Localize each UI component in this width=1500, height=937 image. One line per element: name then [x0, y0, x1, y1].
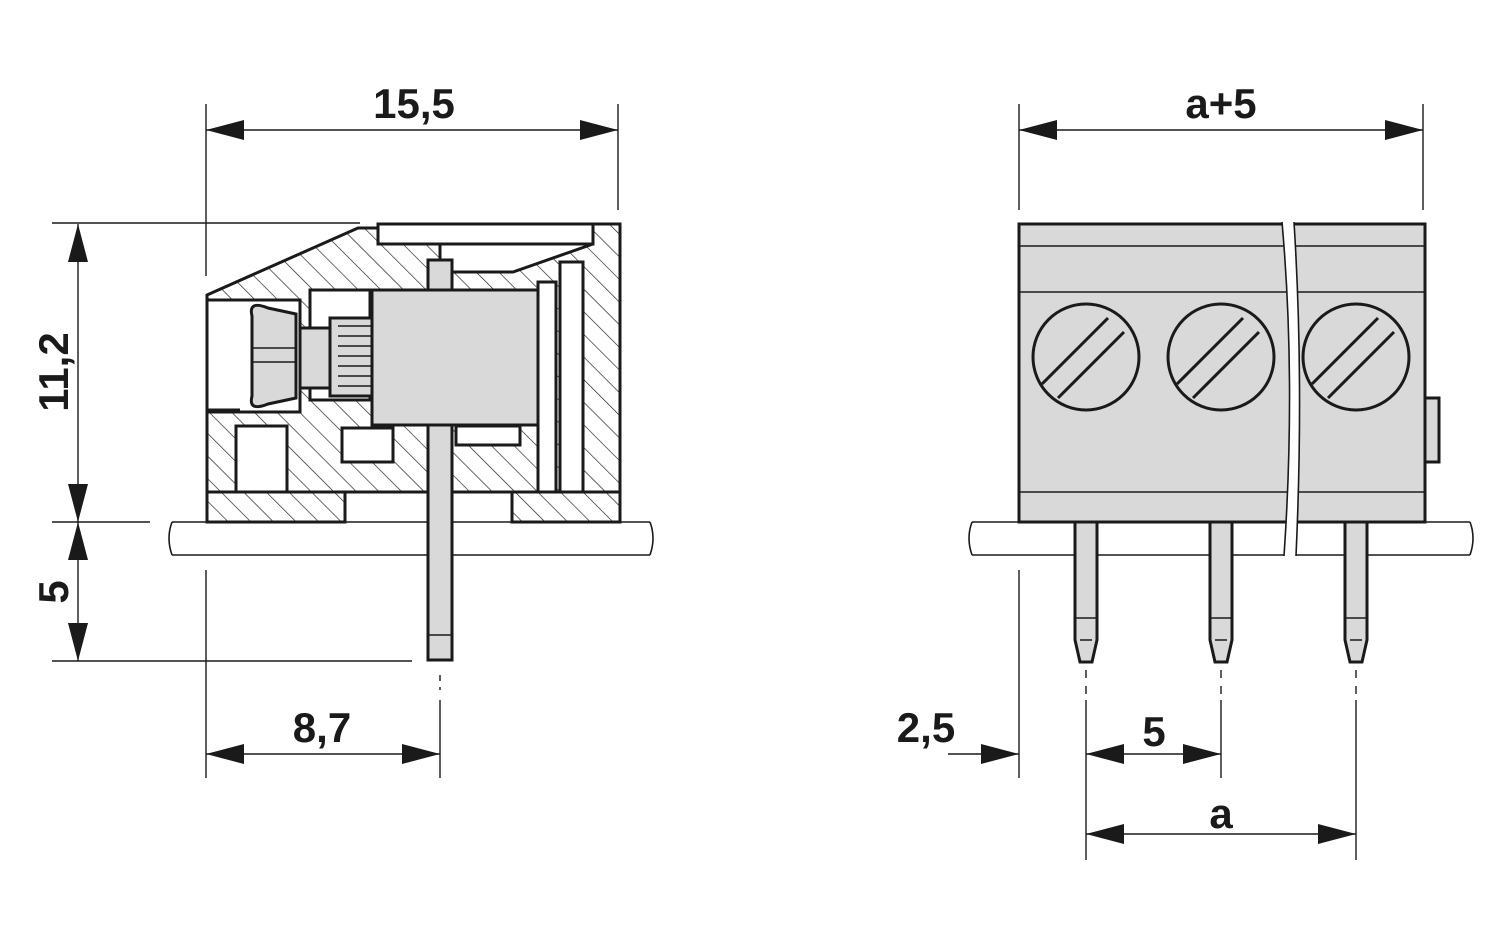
- dim-front-edge-offset: 2,5: [897, 704, 1019, 764]
- front-screw-1: [1031, 302, 1141, 412]
- dim-side-width: 15,5: [206, 80, 618, 140]
- dim-front-edge-offset-label: 2,5: [897, 704, 955, 751]
- dim-side-pin-length-label: 5: [30, 580, 77, 603]
- side-view: 15,5 11,2 5 8,7: [30, 80, 654, 778]
- dim-front-span-label: a: [1209, 790, 1233, 837]
- dim-front-pitch: 5: [1086, 708, 1221, 764]
- front-pin-1: [1073, 520, 1099, 664]
- front-extension-lines: [1018, 104, 1424, 860]
- side-clamp: [370, 288, 540, 427]
- dim-front-width-label: a+5: [1185, 80, 1256, 127]
- front-view: a+5 2,5 5 a: [897, 80, 1474, 860]
- dim-side-width-label: 15,5: [373, 80, 455, 127]
- dim-side-pin-offset: 8,7: [206, 704, 440, 764]
- dim-front-width: a+5: [1019, 80, 1423, 140]
- dim-side-height: 11,2: [30, 224, 88, 522]
- dim-front-pitch-label: 5: [1142, 708, 1165, 755]
- dim-side-pin-offset-label: 8,7: [293, 704, 351, 751]
- front-pin-centerlines: [1085, 670, 1357, 700]
- front-screw-3: [1301, 302, 1411, 412]
- side-pcb: [168, 521, 654, 556]
- dim-side-height-label: 11,2: [30, 332, 77, 411]
- side-extension-lines: [52, 104, 619, 778]
- front-pin-3: [1343, 520, 1369, 664]
- front-pin-2: [1208, 520, 1234, 664]
- side-pin: [426, 258, 454, 690]
- dim-side-pin-length: 5: [30, 522, 88, 661]
- dim-front-span: a: [1086, 790, 1356, 844]
- front-screw-2: [1166, 302, 1276, 412]
